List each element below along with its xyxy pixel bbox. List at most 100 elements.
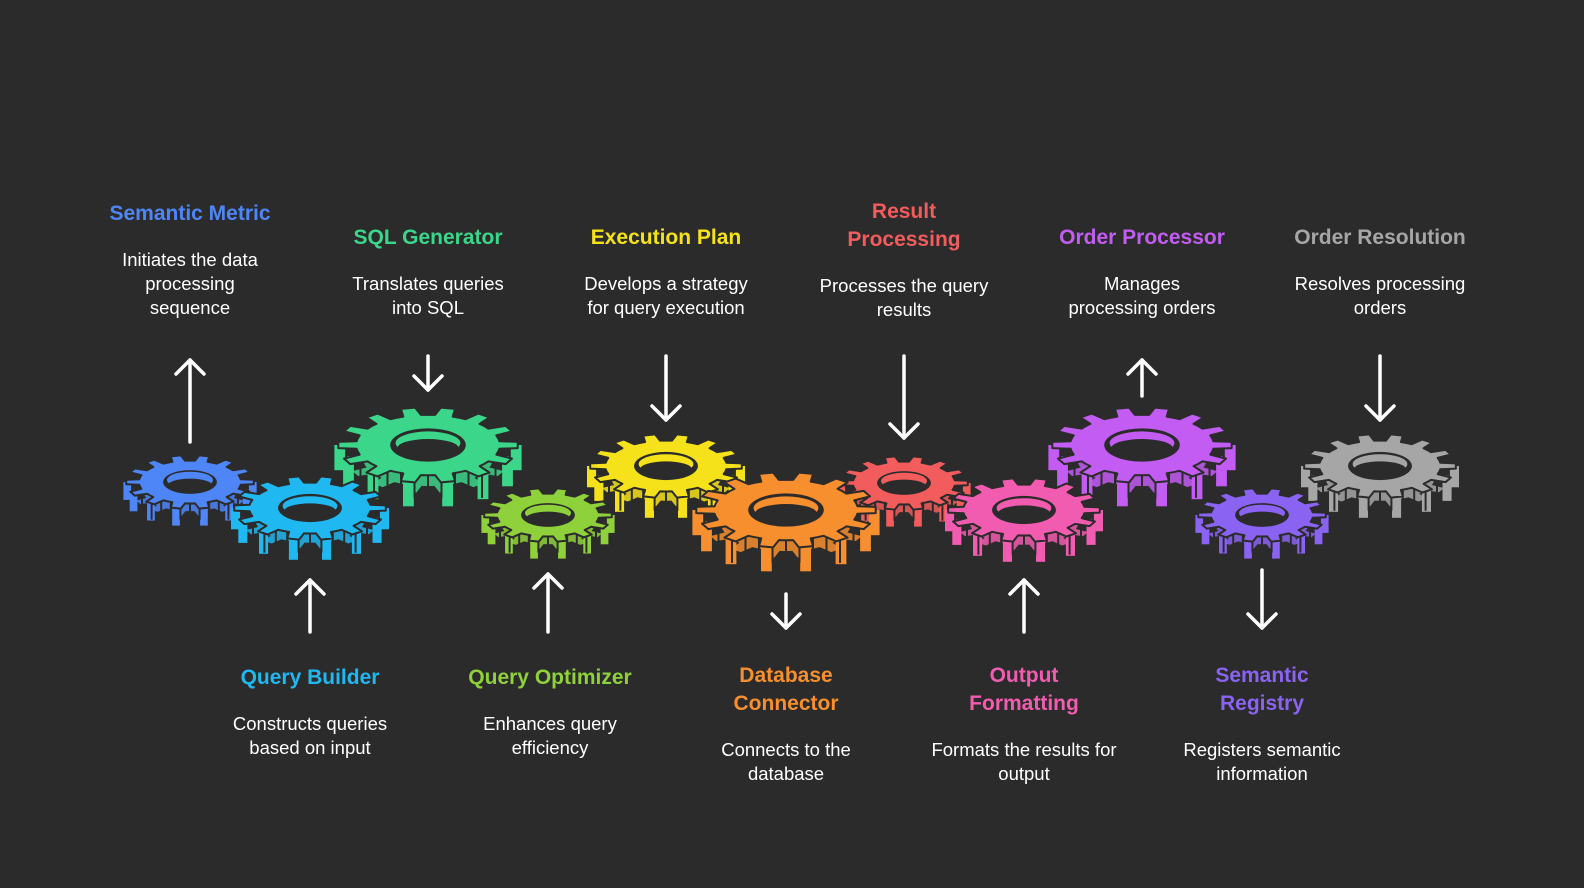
step-label-order-resolution: Order Resolution Resolves processing ord… [1260,224,1500,320]
gear-tooth-side [172,507,180,526]
step-desc-sql-generator: Translates queries into SQL [352,273,504,318]
step-desc-semantic-registry: Registers semantic information [1183,739,1341,784]
gear-tooth-side [952,523,962,545]
gear-tooth-side [1216,461,1227,487]
gear-tooth-side [692,510,704,536]
gear-output-formatting [945,477,1103,562]
gear-execution-plan-hole-inner [640,461,692,477]
step-title-execution-plan: Execution Plan [590,226,742,249]
step-desc-output-formatting: Formats the results for output [931,739,1117,784]
gear-tooth-side [379,508,389,530]
step-title-database-connector: Database Connector [733,664,839,715]
gear-database-connector-hole-inner [755,504,817,522]
gear-tooth-side [868,510,880,536]
gear-query-builder-hole-inner [284,503,336,519]
gear-order-resolution [1301,433,1459,518]
gear-tooth-side [1002,540,1012,562]
step-title-query-builder: Query Builder [240,666,380,689]
step-label-sql-generator: SQL Generator Translates queries into SQ… [308,224,548,320]
gear-tooth-side [343,461,354,487]
gear-tooth-side [510,445,522,471]
arrow-down-icon [1364,404,1396,422]
gear-sql-generator-hole-inner [397,439,459,457]
gear-tooth-side [886,508,894,527]
step-title-order-resolution: Order Resolution [1294,226,1466,249]
gear-tooth-side [860,526,871,552]
gear-tooth-side [678,496,688,518]
arrow-up-icon [532,572,564,590]
step-title-sql-generator: SQL Generator [353,226,503,249]
gear-tooth-side [1442,479,1452,501]
gear-tooth-side [242,493,251,512]
gear-tooth-side [288,538,298,560]
arrow-sql-generator [412,354,444,392]
step-label-execution-plan: Execution Plan Develops a strategy for q… [546,224,786,320]
step-label-query-builder: Query Builder Constructs queries based o… [190,664,430,760]
step-label-database-connector: Database Connector Connects to the datab… [666,662,906,786]
gear-tooth-side [1308,479,1318,501]
gear-tooth-side [1086,523,1096,545]
gear-tooth-side [956,494,965,513]
arrow-up-icon [1126,358,1158,376]
gear-order-processor-hole-inner [1111,439,1173,457]
gear-tooth-side [248,482,257,500]
arrow-semantic-registry [1246,568,1278,630]
arrow-execution-plan [650,354,682,422]
step-title-result-processing: Result Processing [847,200,961,251]
gear-tooth-side [129,493,138,512]
step-title-semantic-metric: Semantic Metric [109,202,271,225]
gear-tooth-side [735,466,745,488]
gear-tooth-side [1156,481,1167,507]
arrow-order-processor [1126,358,1158,398]
gear-query-builder [231,475,389,560]
arrow-query-optimizer [532,572,564,634]
gear-sql-generator [334,406,522,507]
step-title-query-optimizer: Query Optimizer [468,666,632,689]
arrow-up-icon [294,578,326,596]
arrow-down-icon [650,404,682,422]
gear-tooth-side [606,515,615,533]
gear-tooth-side [701,526,712,552]
gear-tooth-side [962,483,971,501]
gear-query-optimizer [481,487,615,559]
step-title-semantic-registry: Semantic Registry [1215,664,1309,715]
arrow-result-processing [888,354,920,440]
gear-tooth-side [644,496,654,518]
gear-tooth-side [123,482,132,500]
step-label-order-processor: Order Processor Manages processing order… [1022,224,1262,320]
gear-tooth-side [587,466,597,488]
arrow-query-builder [294,578,326,634]
arrow-down-icon [888,422,920,440]
gear-semantic-metric-hole-inner [168,478,212,492]
gear-tooth-side [1117,481,1128,507]
gear-tooth-side [1301,466,1311,488]
step-desc-database-connector: Connects to the database [721,739,851,784]
gear-tooth-side [1093,510,1103,532]
gear-result-processing-hole-inner [882,479,926,493]
gear-tooth-side [945,510,955,532]
step-label-result-processing: Result Processing Processes the query re… [784,198,1024,322]
gear-tooth-side [1320,515,1329,533]
step-label-semantic-registry: Semantic Registry Registers semantic inf… [1142,662,1382,786]
arrow-database-connector [770,592,802,630]
gear-tooth-side [442,481,453,507]
gear-tooth-side [238,521,248,543]
step-desc-order-resolution: Resolves processing orders [1294,273,1466,318]
gear-order-processor [1048,406,1236,507]
gear-tooth-side [600,526,609,545]
gear-semantic-metric [123,454,257,526]
gear-tooth-side [200,507,208,526]
gear-tooth-side [334,445,346,471]
gear-tooth-side [322,538,332,560]
gear-tooth-side [1048,445,1060,471]
gear-tooth-side [502,461,513,487]
arrow-down-icon [412,374,444,392]
arrow-down-icon [770,612,802,630]
step-label-query-optimizer: Query Optimizer Enhances query efficienc… [430,664,670,760]
gear-tooth-side [761,546,772,572]
arrow-output-formatting [1008,578,1040,634]
gear-tooth-side [1057,461,1068,487]
gear-tooth-side [914,508,922,527]
gear-tooth-side [1201,526,1210,545]
